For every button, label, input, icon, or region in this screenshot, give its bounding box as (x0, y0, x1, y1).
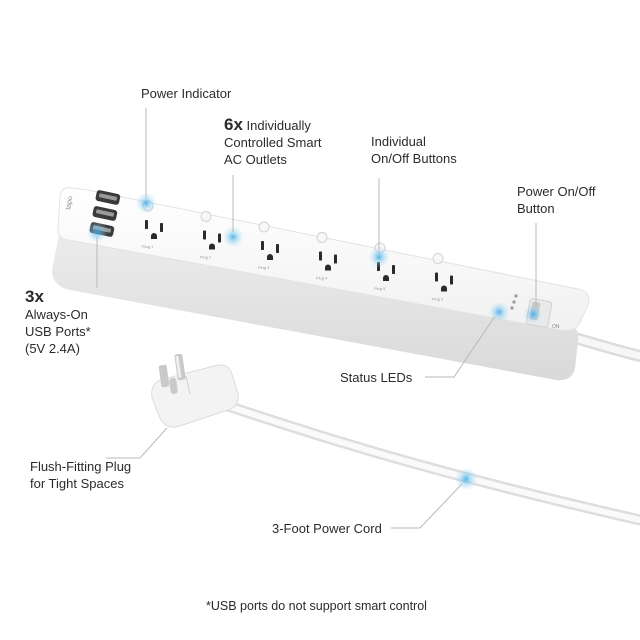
outlet-slot (435, 272, 438, 282)
outlets-count: 6x (224, 115, 243, 134)
outlets-line2: Controlled Smart (224, 135, 322, 150)
outlet-label-5: Plug 5 (374, 286, 386, 291)
outlet-slot (319, 251, 322, 261)
glow-usb (86, 221, 108, 243)
outlet-ground (151, 233, 157, 239)
outlet-label-4: Plug 4 (316, 276, 328, 281)
label-outlets: 6x Individually Controlled Smart AC Outl… (224, 116, 322, 168)
strip-top (57, 187, 590, 332)
outlets-line3: AC Outlets (224, 152, 287, 167)
outlet-slot (450, 275, 453, 285)
outlet-slot (203, 230, 206, 240)
glow-outlet (222, 226, 244, 248)
usb-line3: (5V 2.4A) (25, 341, 80, 356)
label-status-leds: Status LEDs (340, 370, 413, 385)
outlet-slot (261, 241, 264, 250)
strip-side (52, 230, 579, 381)
outlet-button-3 (258, 221, 270, 233)
usb-line2: USB Ports* (25, 324, 91, 339)
leader-status-leds (425, 315, 496, 378)
buttons-line2: On/Off Buttons (371, 151, 457, 166)
power-switch-line1: Power On/Off (517, 184, 596, 199)
outlet-ground (325, 264, 331, 271)
switch-label: ON (552, 324, 560, 330)
power-switch-line2: Button (517, 201, 555, 216)
outlet-slot (218, 233, 221, 243)
leader-plug (106, 427, 168, 459)
glow-status-leds (488, 301, 510, 323)
outlet-slot (334, 254, 337, 264)
outlet-label-1: Plug 1 (142, 244, 154, 249)
label-power-cord: 3-Foot Power Cord (272, 521, 382, 536)
cord-right-segment (569, 332, 640, 362)
label-power-indicator: Power Indicator (141, 86, 232, 101)
usb-count: 3x (25, 287, 44, 306)
footnote: *USB ports do not support smart control (206, 599, 427, 613)
glow-power-switch (523, 304, 543, 324)
outlet-2: Plug 2 (200, 211, 221, 260)
plug-line1: Flush-Fitting Plug (30, 459, 132, 474)
outlet-ground (383, 275, 389, 281)
plug (151, 353, 239, 428)
label-power-switch: Power On/Off Button (517, 183, 596, 217)
outlet-ground (209, 243, 215, 250)
leader-lines (96, 108, 537, 529)
outlet-slot (160, 223, 163, 232)
power-cord (219, 399, 640, 526)
outlet-button-4 (316, 232, 328, 243)
leader-cord (391, 483, 463, 529)
label-plug: Flush-Fitting Plug for Tight Spaces (30, 458, 131, 492)
label-usb-ports: 3x Always-On USB Ports* (5V 2.4A) (25, 288, 91, 357)
outlet-label-2: Plug 2 (200, 255, 212, 260)
outlet-slot (145, 220, 148, 229)
status-leds (510, 294, 518, 310)
glow-onoff-button (368, 246, 390, 268)
outlet-label-6: Plug 6 (432, 297, 444, 302)
buttons-line1: Individual (371, 134, 426, 149)
label-onoff-buttons: Individual On/Off Buttons (371, 133, 457, 167)
glow-cord (454, 467, 478, 491)
outlet-slot (276, 244, 279, 253)
outlet-3: Plug 3 (258, 221, 279, 270)
outlets-line1: Individually (246, 118, 311, 133)
outlet-ground (441, 285, 447, 292)
usb-line1: Always-On (25, 307, 88, 322)
outlet-button-6 (432, 253, 444, 264)
outlet-4: Plug 4 (316, 232, 337, 281)
outlet-label-3: Plug 3 (258, 265, 270, 270)
glow-power-indicator (135, 192, 157, 214)
plug-line2: for Tight Spaces (30, 476, 124, 491)
outlet-6: Plug 6 (432, 253, 453, 302)
outlet-slot (392, 265, 395, 274)
outlet-ground (267, 254, 273, 260)
brand-mark: tapo (65, 196, 74, 211)
outlet-button-2 (200, 211, 212, 222)
